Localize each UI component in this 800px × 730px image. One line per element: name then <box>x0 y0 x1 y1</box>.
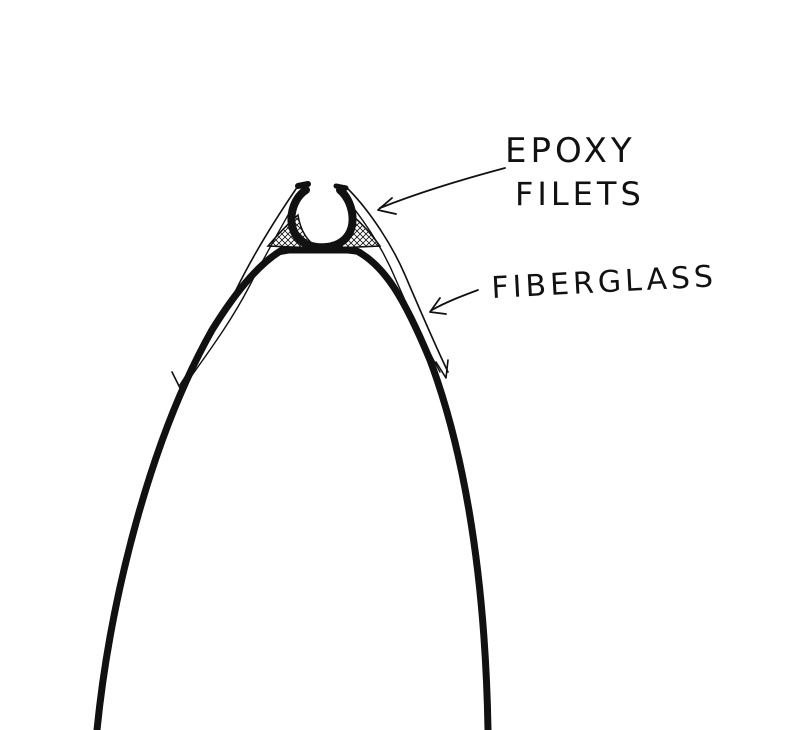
epoxy-label-line1: EPOXY <box>505 131 636 171</box>
epoxy-leader-line <box>379 167 506 209</box>
rod-tip-left <box>295 181 311 189</box>
rod-ring <box>287 186 357 252</box>
fiberglass-right-arrowhead <box>435 359 449 379</box>
hull-outline <box>93 246 492 730</box>
fiberglass-left-inner <box>189 189 303 379</box>
epoxy-leader-arrowhead <box>377 197 397 215</box>
fiberglass-right-outer <box>344 185 449 373</box>
epoxy-fillet-left <box>266 213 321 249</box>
fiberglass-left-outer <box>179 185 299 386</box>
fiberglass-leader-line <box>431 289 479 311</box>
fiberglass-left-arrowhead <box>171 369 195 389</box>
fiberglass-right-inner <box>339 191 441 373</box>
epoxy-label-line2: FILETS <box>515 175 645 213</box>
fiberglass-label: FIBERGLASS <box>491 259 718 306</box>
fiberglass-leader-arrowhead <box>429 297 447 315</box>
rod-tip-right <box>333 183 349 191</box>
